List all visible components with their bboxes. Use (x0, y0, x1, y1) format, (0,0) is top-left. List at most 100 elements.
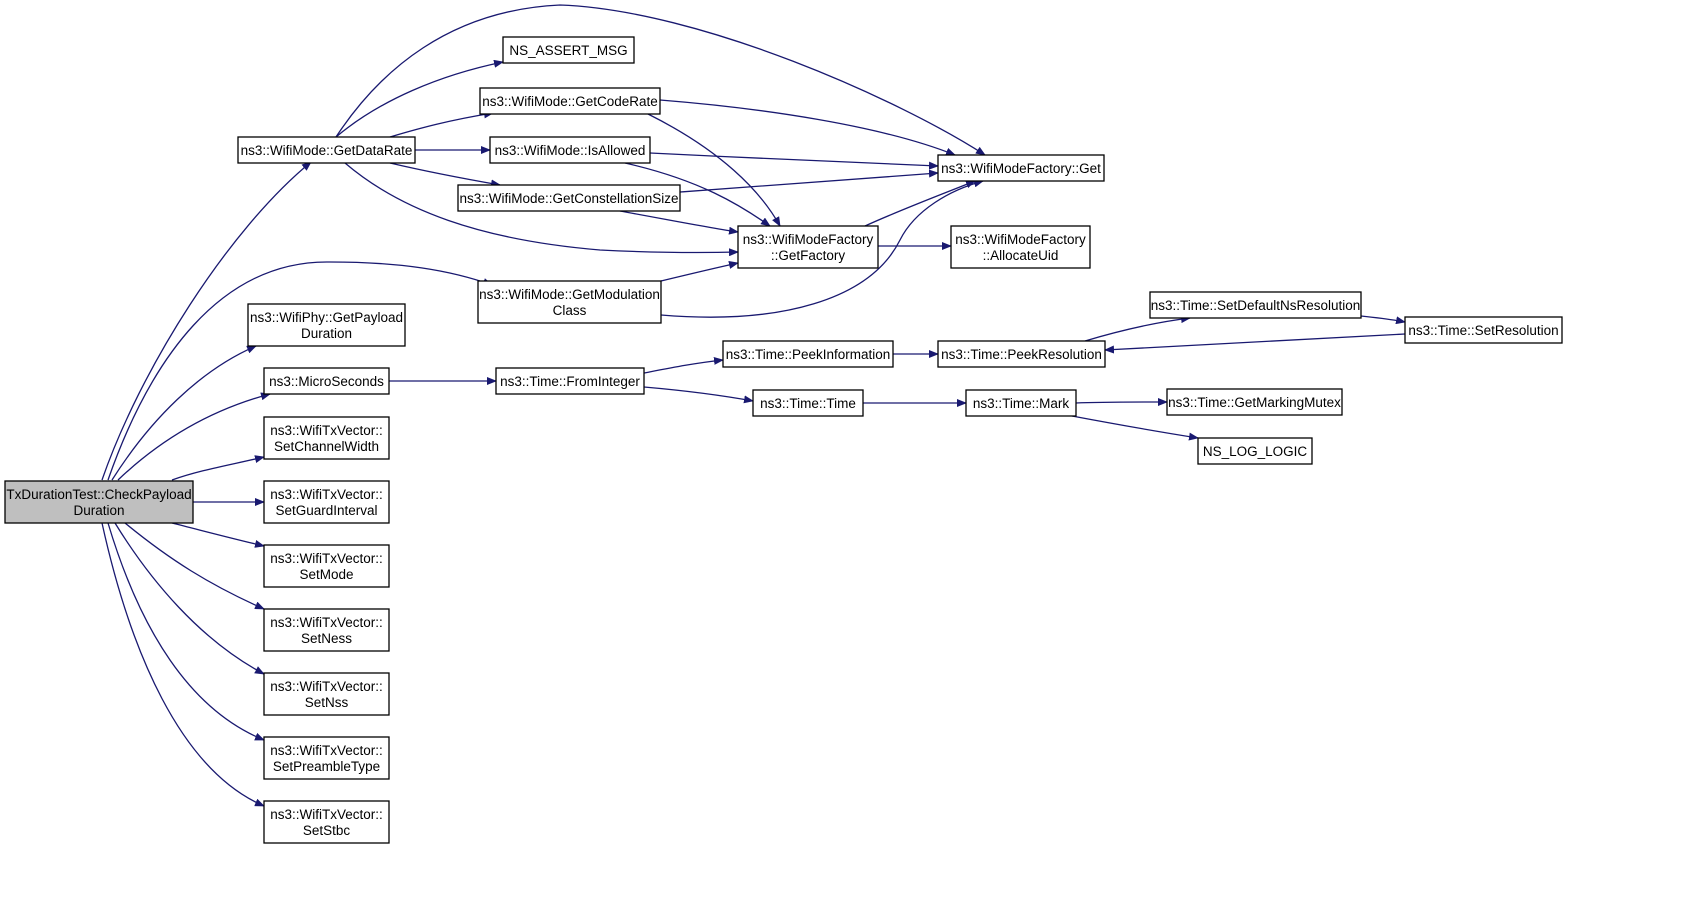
node-getCodeRate[interactable]: ns3::WifiMode::GetCodeRate (479, 87, 661, 115)
node-getConstellationSize[interactable]: ns3::WifiMode::GetConstellationSize (457, 184, 681, 212)
node-box (263, 736, 390, 780)
edge-root-to-setNss (114, 522, 265, 675)
node-box (722, 340, 894, 368)
node-box (263, 544, 390, 588)
edge-isAllowed-to-factoryGet (649, 152, 939, 170)
node-peekResolution[interactable]: ns3::Time::PeekResolution (937, 340, 1106, 368)
node-box (247, 303, 406, 347)
edge-getDataRate-to-factoryGet (335, 4, 986, 156)
node-label: SetMode (299, 567, 353, 582)
node-label: ns3::WifiTxVector:: (270, 807, 383, 822)
edge-setDefaultNsResolution-to-setResolution (1360, 315, 1406, 325)
node-microSeconds[interactable]: ns3::MicroSeconds (263, 367, 390, 395)
node-nsAssertMsg[interactable]: NS_ASSERT_MSG (502, 36, 635, 64)
node-box (1166, 388, 1343, 416)
edges (101, 4, 1406, 807)
node-setDefaultNsResolution[interactable]: ns3::Time::SetDefaultNsResolution (1149, 291, 1362, 319)
node-setPreambleType[interactable]: ns3::WifiTxVector::SetPreambleType (263, 736, 390, 780)
node-setNess[interactable]: ns3::WifiTxVector::SetNess (263, 608, 390, 652)
node-label: ns3::WifiMode::GetConstellationSize (459, 191, 678, 206)
edge-root-to-getModulationClass (107, 261, 493, 481)
node-label: ns3::WifiMode::GetCodeRate (482, 94, 658, 109)
edge-root-to-setMode (171, 522, 265, 548)
node-fromInteger[interactable]: ns3::Time::FromInteger (495, 367, 645, 395)
node-label: ns3::Time::SetResolution (1408, 323, 1558, 338)
node-label: ns3::WifiModeFactory (743, 232, 874, 247)
node-getFactory[interactable]: ns3::WifiModeFactory::GetFactory (737, 225, 879, 269)
node-label: ns3::WifiMode::IsAllowed (495, 143, 646, 158)
node-label: ns3::Time::Time (760, 396, 856, 411)
node-setNss[interactable]: ns3::WifiTxVector::SetNss (263, 672, 390, 716)
node-label: TxDurationTest::CheckPayload (6, 487, 191, 502)
nodes: TxDurationTest::CheckPayloadDurationns3:… (4, 36, 1563, 844)
edge-root-to-getDataRate (101, 161, 312, 481)
node-timeMark[interactable]: ns3::Time::Mark (965, 389, 1077, 417)
node-box (263, 672, 390, 716)
node-box (263, 367, 390, 395)
node-box (1149, 291, 1362, 319)
node-label: SetNess (301, 631, 352, 646)
node-box (489, 136, 651, 164)
node-peekInformation[interactable]: ns3::Time::PeekInformation (722, 340, 894, 368)
edge-getConstellationSize-to-getFactory (619, 210, 739, 235)
node-setMode[interactable]: ns3::WifiTxVector::SetMode (263, 544, 390, 588)
edge-getConstellationSize-to-factoryGet (679, 169, 939, 193)
node-label: ns3::WifiTxVector:: (270, 551, 383, 566)
edge-getDataRate-to-getConstellationSize (389, 162, 501, 188)
node-setStbc[interactable]: ns3::WifiTxVector::SetStbc (263, 800, 390, 844)
node-getMarkingMutex[interactable]: ns3::Time::GetMarkingMutex (1166, 388, 1343, 416)
node-getDataRate[interactable]: ns3::WifiMode::GetDataRate (237, 136, 416, 164)
edge-root-to-setPreambleType (107, 522, 265, 741)
node-label: ns3::Time::GetMarkingMutex (1168, 395, 1341, 410)
node-allocateUid[interactable]: ns3::WifiModeFactory::AllocateUid (950, 225, 1091, 269)
node-box (457, 184, 681, 212)
node-label: ns3::Time::PeekInformation (726, 347, 891, 362)
node-box (737, 225, 879, 269)
node-factoryGet[interactable]: ns3::WifiModeFactory::Get (937, 154, 1105, 182)
node-isAllowed[interactable]: ns3::WifiMode::IsAllowed (489, 136, 651, 164)
node-label: SetPreambleType (273, 759, 380, 774)
node-timeTime[interactable]: ns3::Time::Time (752, 389, 864, 417)
node-label: ns3::WifiModeFactory::Get (941, 161, 1101, 176)
node-label: ns3::WifiModeFactory (955, 232, 1086, 247)
node-setChannelWidth[interactable]: ns3::WifiTxVector::SetChannelWidth (263, 416, 390, 460)
node-box (1197, 437, 1313, 465)
node-label: ns3::WifiTxVector:: (270, 679, 383, 694)
node-box (502, 36, 635, 64)
edge-getCodeRate-to-getFactory (647, 113, 781, 227)
edge-setResolution-to-peekResolution (1104, 333, 1406, 354)
node-label: ns3::WifiTxVector:: (270, 743, 383, 758)
node-label: ::AllocateUid (983, 248, 1059, 263)
edge-peekResolution-to-setDefaultNsResolution (1084, 315, 1191, 342)
edge-root-to-getPayloadDuration (111, 345, 257, 481)
edge-root-to-setStbc (101, 522, 265, 807)
node-box (965, 389, 1077, 417)
node-label: Duration (73, 503, 124, 518)
node-setGuardInterval[interactable]: ns3::WifiTxVector::SetGuardInterval (263, 480, 390, 524)
edge-getDataRate-to-nsAssertMsg (335, 59, 504, 138)
node-label: SetStbc (303, 823, 351, 838)
edge-timeMark-to-getMarkingMutex (1075, 398, 1168, 407)
node-label: ns3::WifiTxVector:: (270, 615, 383, 630)
edge-root-to-microSeconds (117, 392, 271, 481)
node-label: ns3::Time::SetDefaultNsResolution (1151, 298, 1361, 313)
node-label: NS_LOG_LOGIC (1203, 444, 1308, 459)
edge-root-to-setChannelWidth (171, 455, 265, 481)
node-box (937, 340, 1106, 368)
edge-root-to-setNess (124, 522, 265, 610)
edge-timeMark-to-nsLogLogic (1071, 415, 1199, 441)
edge-getDataRate-to-getCodeRate (389, 110, 494, 138)
node-box (237, 136, 416, 164)
edge-getFactory-to-factoryGet (864, 180, 976, 227)
node-box (477, 280, 662, 324)
node-setResolution[interactable]: ns3::Time::SetResolution (1404, 316, 1563, 344)
node-nsLogLogic[interactable]: NS_LOG_LOGIC (1197, 437, 1313, 465)
edge-getCodeRate-to-factoryGet (659, 99, 956, 156)
node-box (752, 389, 864, 417)
node-box (263, 480, 390, 524)
edge-isAllowed-to-getFactory (624, 162, 771, 227)
